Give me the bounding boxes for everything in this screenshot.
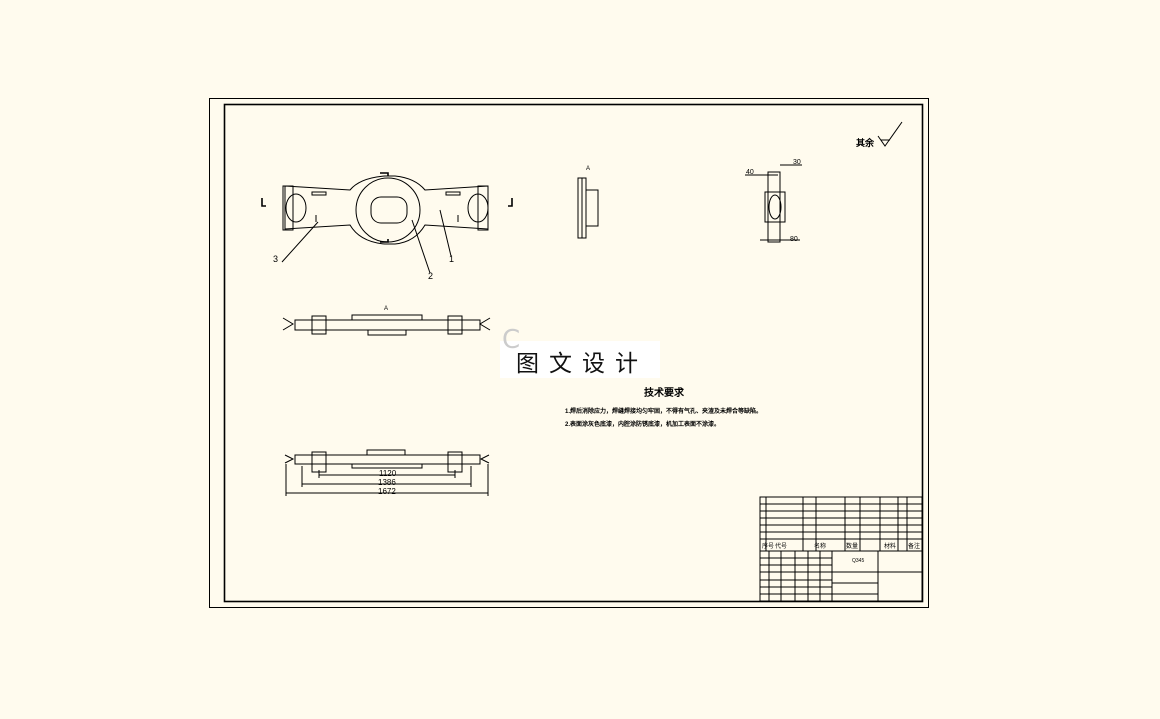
tb-label-index: 序号: [762, 542, 774, 550]
tb-label-code: 代号: [775, 542, 787, 550]
side-view: [745, 164, 802, 243]
tb-label-remark: 备注: [908, 542, 920, 550]
watermark: C 图文设计: [500, 325, 660, 378]
svg-text:A: A: [586, 166, 590, 172]
dim-1672: 1672: [378, 487, 396, 496]
dim-1386: 1386: [378, 478, 396, 487]
tech-req-title: 技术要求: [644, 386, 685, 399]
dim-30: 30: [793, 159, 801, 166]
top-view: A: [282, 306, 491, 336]
part-label-1: 1: [449, 254, 454, 264]
dim-1120: 1120: [379, 469, 397, 478]
watermark-ghost: C: [502, 325, 535, 355]
dim-80: 80: [790, 236, 798, 243]
roughness-note: 其余: [856, 137, 875, 148]
bottom-view: [284, 449, 490, 496]
roughness-symbol-icon: [877, 121, 903, 147]
section-view: A: [577, 166, 599, 239]
svg-text:A: A: [384, 306, 388, 312]
dim-40: 40: [746, 169, 754, 176]
part-label-3: 3: [273, 254, 278, 264]
part-label-2: 2: [428, 271, 433, 281]
title-block: [759, 496, 923, 602]
watermark-text: 图文设计: [516, 351, 648, 377]
tb-label-material: 材料: [884, 542, 896, 550]
tb-material: Q345: [852, 558, 864, 564]
tech-req-item-2: 2.表面涂灰色底漆，内腔涂防锈底漆，机加工表面不涂漆。: [565, 420, 720, 428]
front-view: [261, 172, 513, 274]
tb-label-qty: 数量: [846, 542, 858, 550]
tb-label-name: 名称: [814, 542, 826, 550]
outer-frame: [209, 98, 929, 608]
inner-frame: [223, 103, 924, 603]
tech-req-item-1: 1.焊后消除应力，焊缝焊接均匀牢固，不得有气孔、夹渣及未焊合等缺陷。: [565, 407, 762, 415]
